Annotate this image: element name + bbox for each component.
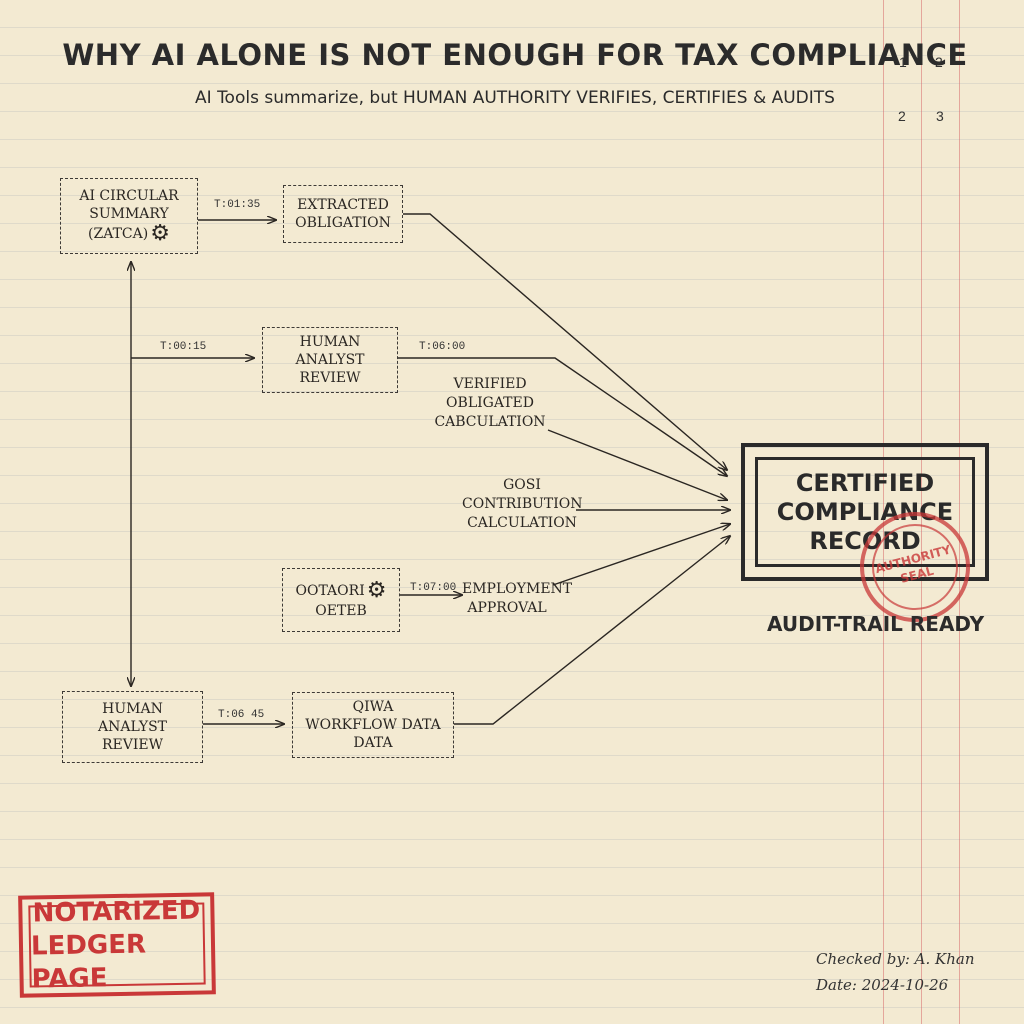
column-number: 3: [936, 108, 944, 124]
node-line: EMPLOYMENT: [462, 581, 573, 597]
node-line: ANALYST: [97, 719, 168, 735]
node-line: EXTRACTED: [297, 197, 389, 213]
page-title: WHY AI ALONE IS NOT ENOUGH FOR TAX COMPL…: [62, 38, 968, 72]
ledger-margin-line: [921, 0, 922, 1024]
node-employment-approval: EMPLOYMENT APPROVAL: [462, 580, 573, 618]
arrow-qiwa-to-certified: [454, 536, 730, 725]
edge-time-label: T:07:00: [410, 582, 457, 594]
node-human-analyst-review-bottom: HUMAN ANALYST REVIEW: [62, 691, 203, 763]
node-verified-calculation: VERIFIED OBLIGATED CABCULATION: [432, 375, 548, 432]
arrow-extracted-to-certified: [403, 213, 727, 470]
node-line: WORKFLOW DATA: [305, 717, 441, 733]
node-line: (ZATCA): [88, 226, 149, 242]
gear-icon: ⚙: [150, 221, 170, 246]
certified-line: COMPLIANCE: [776, 497, 954, 526]
node-line: QIWA: [352, 699, 394, 715]
node-line: AI CIRCULAR: [79, 188, 179, 204]
audit-trail-status: AUDIT-TRAIL READY: [767, 612, 985, 636]
node-ootaori-oeteb: OOTAORI ⚙ OETEB: [282, 568, 400, 632]
node-line: REVIEW: [299, 370, 361, 386]
notarized-stamp: NOTARIZED LEDGER PAGE: [18, 892, 216, 998]
authority-seal-inner: AUTHORITY SEAL: [862, 514, 968, 620]
node-line: GOSI: [503, 477, 541, 493]
node-line: OBLIGATION: [295, 215, 391, 231]
column-number: 1: [899, 54, 907, 70]
edge-time-label: T:01:35: [214, 199, 261, 211]
certified-line: CERTIFIED: [795, 468, 935, 497]
node-line: DATA: [353, 735, 393, 751]
stamp-line: LEDGER PAGE: [30, 928, 147, 994]
column-number: 2: [935, 54, 943, 70]
node-line: APPROVAL: [467, 600, 547, 616]
node-line: OOTAORI: [295, 583, 365, 599]
certified-line: RECORD: [809, 526, 921, 555]
ledger-margin-line: [959, 0, 960, 1024]
ledger-margin-line: [883, 0, 884, 1024]
node-line: VERIFIED: [453, 376, 527, 392]
page-subtitle: AI Tools summarize, but HUMAN AUTHORITY …: [195, 88, 835, 108]
gear-icon: ⚙: [366, 578, 387, 603]
node-line: OETEB: [315, 603, 367, 619]
edge-time-label: T:00:15: [160, 341, 207, 353]
checked-by-signature: Checked by: A. Khan: [816, 950, 975, 968]
node-ai-circular-summary: AI CIRCULAR SUMMARY (ZATCA) ⚙: [60, 178, 198, 254]
node-line: OBLIGATED: [446, 395, 534, 411]
node-extracted-obligation: EXTRACTED OBLIGATION: [283, 185, 403, 243]
node-line: CONTRIBUTION: [462, 496, 583, 512]
node-line: SUMMARY: [89, 206, 169, 222]
certified-compliance-record: CERTIFIED COMPLIANCE RECORD: [741, 443, 989, 581]
stamp-line: NOTARIZED: [32, 895, 201, 928]
arrow-verified-to-certified: [547, 429, 727, 500]
arrow-employment-to-certified: [552, 524, 730, 586]
certified-record-inner-frame: CERTIFIED COMPLIANCE RECORD: [755, 457, 975, 567]
node-human-analyst-review: HUMAN ANALYST REVIEW: [262, 327, 398, 393]
node-line: HUMAN ANALYST: [295, 334, 365, 368]
node-gosi-contribution: GOSI CONTRIBUTION CALCULATION: [462, 476, 583, 533]
arrow-analyst-to-certified: [398, 357, 727, 476]
notarized-stamp-inner: NOTARIZED LEDGER PAGE: [28, 895, 206, 994]
edge-time-label: T:06 45: [218, 709, 265, 721]
edge-time-label: T:06:00: [419, 341, 466, 353]
node-line: REVIEW: [101, 737, 163, 753]
signature-date: Date: 2024-10-26: [816, 976, 949, 994]
node-line: HUMAN: [102, 701, 163, 717]
node-line: CALCULATION: [467, 515, 577, 531]
column-number: 2: [898, 108, 906, 124]
node-qiwa-workflow-data: QIWA WORKFLOW DATA DATA: [292, 692, 454, 758]
node-line: CABCULATION: [434, 414, 546, 430]
